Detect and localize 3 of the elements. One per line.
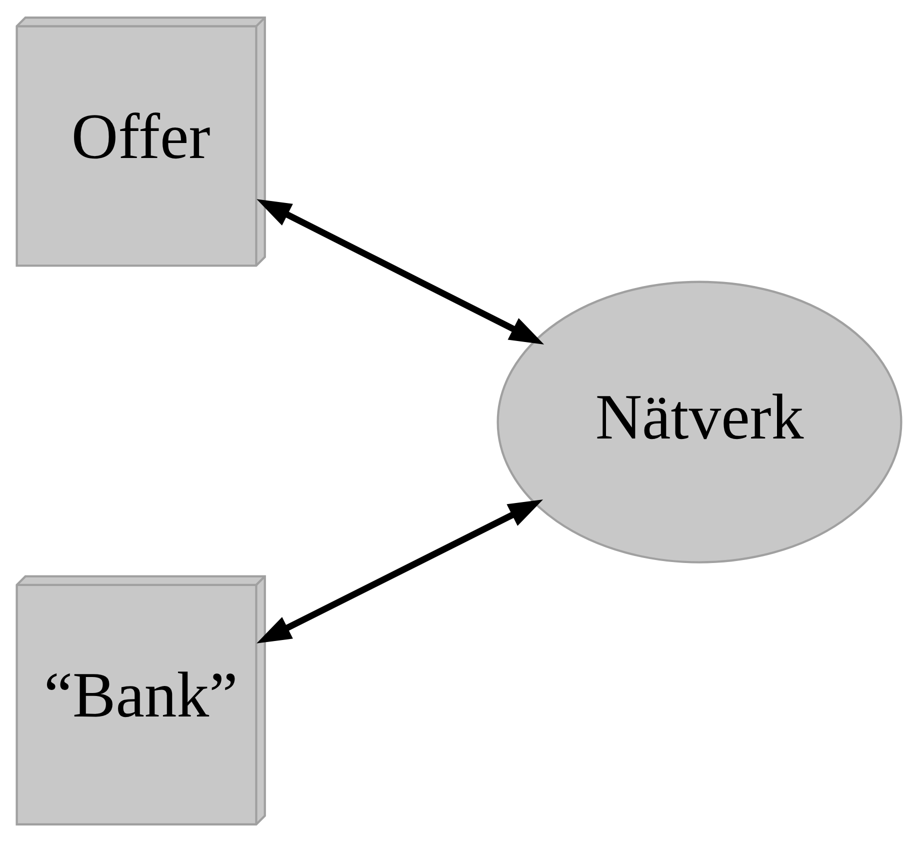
arrow <box>256 199 544 345</box>
node-ellipse: Nätverk <box>496 280 902 564</box>
arrow <box>256 500 544 644</box>
